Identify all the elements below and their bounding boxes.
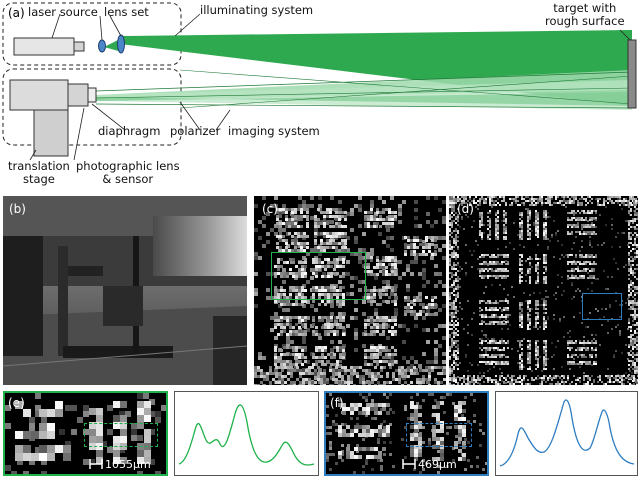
experiment-photo bbox=[3, 196, 247, 385]
panel-b-label: (b) bbox=[9, 202, 26, 216]
imaging-system-label: imaging system bbox=[228, 124, 320, 138]
target-label: target with rough surface bbox=[545, 1, 625, 28]
schematic-diagram bbox=[2, 2, 637, 161]
panel-a-label: (a) bbox=[8, 6, 25, 20]
roi-dashed-green bbox=[84, 423, 158, 447]
polarizer-label: polarizer bbox=[170, 124, 221, 138]
zoom-image-e: 1055μm bbox=[3, 391, 168, 476]
roi-box-blue bbox=[582, 293, 622, 320]
translation-stage bbox=[33, 109, 69, 157]
diaphragm bbox=[87, 87, 97, 103]
laser-source-label: laser source bbox=[28, 5, 98, 19]
laser-source bbox=[13, 37, 75, 56]
lens-2 bbox=[117, 34, 125, 54]
panel-e-label: (e) bbox=[8, 396, 25, 410]
speckle-image-d bbox=[449, 196, 638, 385]
illuminating-system-label: illuminating system bbox=[200, 3, 314, 17]
imaging-system-box bbox=[2, 68, 182, 146]
roi-dashed-blue bbox=[406, 423, 472, 447]
illuminating-system-box bbox=[2, 2, 182, 66]
panel-f-label: (f) bbox=[330, 396, 344, 410]
translation-stage-label: translation stage bbox=[8, 159, 70, 186]
profile-curve-e bbox=[178, 404, 315, 466]
diaphragm-label: diaphragm bbox=[98, 124, 161, 138]
profile-curve-f bbox=[499, 399, 635, 467]
speckle-image-c bbox=[254, 196, 446, 385]
photographic-lens bbox=[67, 83, 89, 107]
profile-plot-e bbox=[174, 391, 319, 476]
camera-body bbox=[9, 79, 69, 111]
panel-d-label: (d) bbox=[457, 202, 474, 216]
photographic-lens-label: photographic lens & sensor bbox=[76, 159, 180, 186]
scale-bar-f: 469μm bbox=[418, 458, 457, 471]
roi-box-green bbox=[271, 252, 366, 300]
panel-c-label: (c) bbox=[262, 202, 278, 216]
lens-set-label: lens set bbox=[104, 5, 149, 19]
target bbox=[627, 39, 637, 109]
lens-1 bbox=[98, 39, 106, 53]
scale-bar-e: 1055μm bbox=[105, 458, 151, 471]
zoom-image-f: 469μm bbox=[324, 391, 489, 476]
profile-plot-f bbox=[495, 391, 638, 476]
